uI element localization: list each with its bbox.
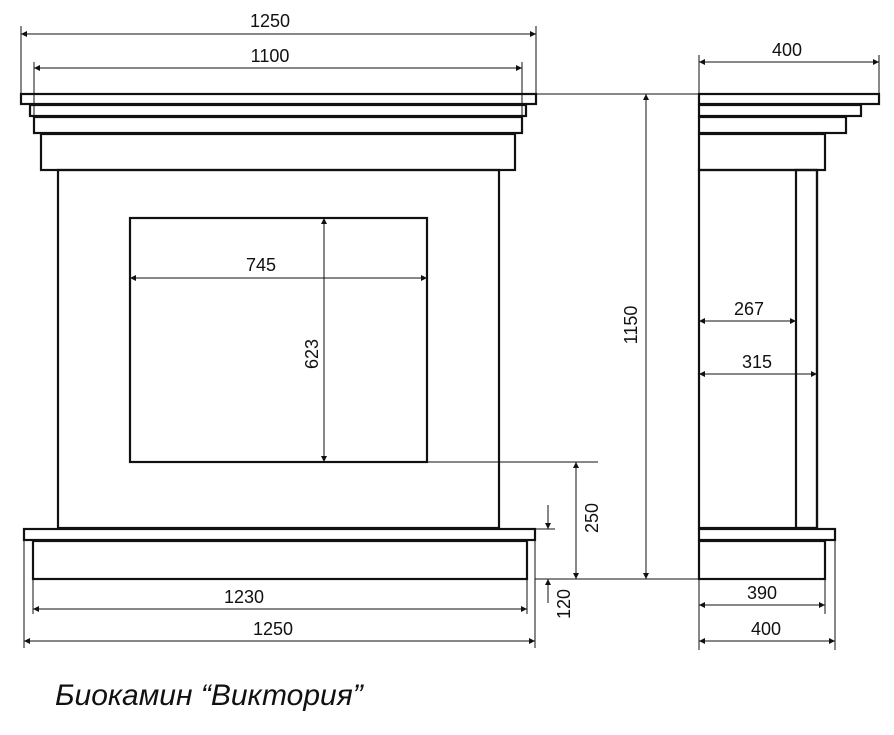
front-base-plinth bbox=[22, 527, 537, 542]
dim-label-base-height: 120 bbox=[554, 589, 574, 619]
side-mantel-layer-3 bbox=[697, 115, 848, 135]
front-dimensions: 1250 1100 745 623 250 1150 120 1230 1250 bbox=[21, 11, 649, 644]
side-mantel-top bbox=[697, 92, 881, 106]
dim-label-base-1230: 1230 bbox=[224, 587, 264, 607]
dim-label-side-400: 400 bbox=[751, 619, 781, 639]
dim-label-side-267: 267 bbox=[734, 299, 764, 319]
front-base bbox=[31, 539, 529, 581]
front-body bbox=[56, 168, 501, 530]
dim-label-side-390: 390 bbox=[747, 583, 777, 603]
dim-label-top-1100: 1100 bbox=[251, 46, 290, 66]
front-mantel-layer-3 bbox=[32, 115, 524, 135]
drawing-caption: Биокамин “Виктория” bbox=[55, 679, 365, 712]
side-base bbox=[697, 539, 827, 581]
front-extension-lines bbox=[20, 26, 700, 648]
dim-label-base-1250: 1250 bbox=[253, 619, 293, 639]
dim-label-floor-height: 250 bbox=[582, 503, 602, 533]
dim-label-opening-height: 623 bbox=[302, 339, 322, 369]
side-dimensions: 400 267 315 390 400 bbox=[699, 40, 879, 644]
front-frieze bbox=[39, 132, 517, 172]
dim-label-side-top-400: 400 bbox=[772, 40, 802, 60]
side-base-plinth bbox=[697, 527, 837, 542]
firebox-opening bbox=[128, 216, 429, 464]
front-mantel-layer-2 bbox=[28, 103, 528, 118]
front-view bbox=[19, 92, 538, 581]
dim-label-side-315: 315 bbox=[742, 352, 772, 372]
side-back-panel bbox=[794, 168, 819, 530]
side-view bbox=[697, 92, 881, 581]
dim-label-opening-width: 745 bbox=[246, 255, 276, 275]
dim-label-overall-height: 1150 bbox=[621, 306, 641, 345]
side-body-outer bbox=[697, 168, 819, 530]
side-extension-lines bbox=[698, 55, 880, 650]
side-mantel-layer-2 bbox=[697, 103, 863, 118]
dim-label-top-1250: 1250 bbox=[250, 11, 290, 31]
front-mantel-top bbox=[19, 92, 538, 106]
side-frieze bbox=[697, 132, 827, 172]
